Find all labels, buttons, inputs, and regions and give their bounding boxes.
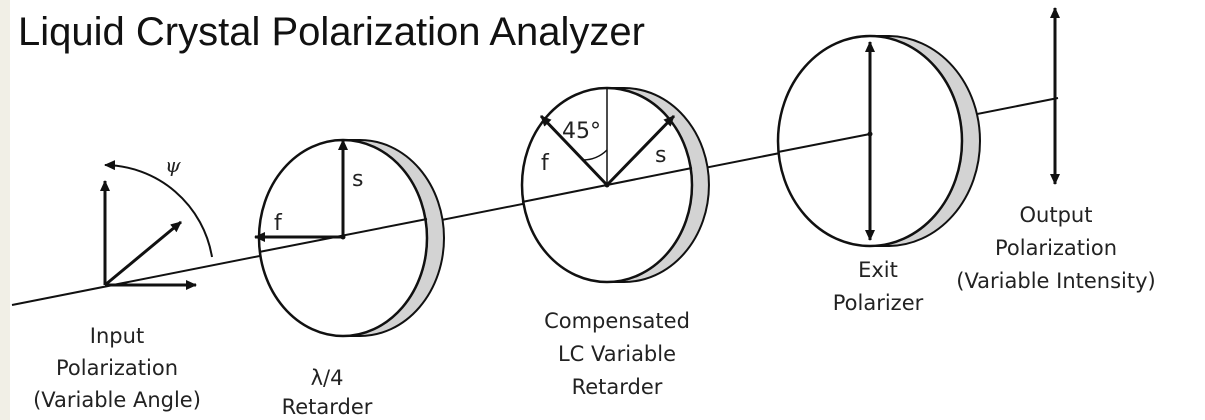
retarder-label-line1: λ/4 — [311, 366, 344, 390]
retarder-fast-axis-label: f — [274, 211, 283, 236]
input-polarization: ψ — [100, 153, 213, 290]
psi-arc-arrow — [104, 160, 213, 258]
exit-polarizer — [776, 34, 981, 248]
exit-label-line1: Exit — [858, 258, 898, 282]
psi-label: ψ — [165, 153, 181, 177]
input-label-line3: (Variable Angle) — [33, 388, 201, 412]
output-label-line3: (Variable Intensity) — [956, 269, 1156, 293]
slide-left-border — [0, 0, 10, 420]
lc-label-line1: Compensated — [544, 309, 690, 333]
output-label-line2: Polarization — [995, 236, 1117, 260]
retarder-label-line2: Retarder — [282, 395, 373, 419]
lc-label-line2: LC Variable — [558, 342, 676, 366]
lc-angle-label: 45° — [562, 119, 601, 144]
lc-slow-axis-label: s — [655, 143, 666, 168]
quarter-wave-retarder: s f — [254, 138, 445, 338]
lc-variable-retarder: 45° f s — [520, 86, 710, 284]
input-label-line2: Polarization — [56, 356, 178, 380]
lc-fast-axis-label: f — [541, 151, 550, 176]
exit-label-line2: Polarizer — [833, 291, 924, 315]
lc-label-line3: Retarder — [572, 375, 663, 399]
input-label-line1: Input — [90, 324, 144, 348]
retarder-slow-axis-label: s — [352, 167, 363, 192]
page-title: Liquid Crystal Polarization Analyzer — [18, 10, 645, 54]
output-label-line1: Output — [1020, 203, 1093, 227]
